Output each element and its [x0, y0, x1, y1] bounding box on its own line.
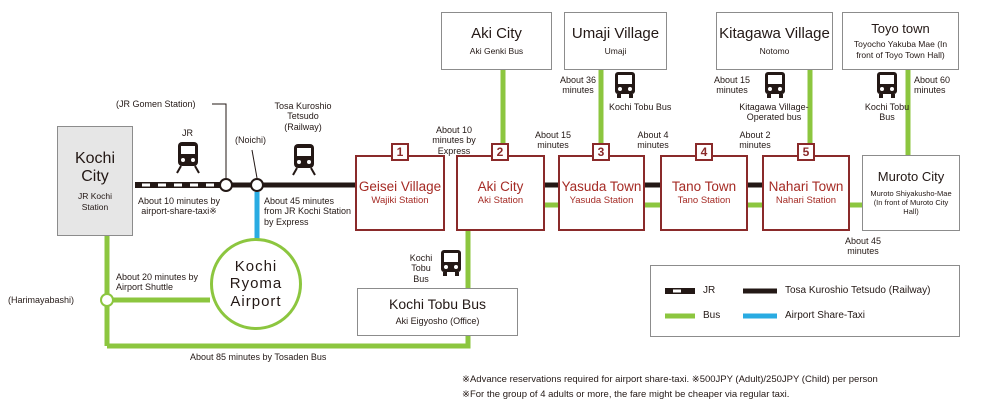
time-15b-label: About 15 minutes [713, 75, 751, 96]
town-nahari: Nahari Town Nahari Station [762, 155, 850, 231]
town-number: 4 [695, 143, 713, 161]
noichi-label: (Noichi) [235, 135, 267, 145]
town-name: Yasuda Town [561, 179, 642, 195]
time-36-label: About 36 minutes [559, 75, 597, 96]
dest-name: Kochi Tobu Bus [388, 295, 487, 312]
aki-city-dest: Aki City Aki Genki Bus [441, 12, 552, 70]
express-time-label: About 45 minutes from JR Kochi Station b… [264, 196, 352, 227]
town-name: Nahari Town [768, 179, 844, 195]
footnote-2: ※For the group of 4 adults or more, the … [462, 389, 790, 400]
harimayabashi-label: (Harimayabashi) [8, 295, 75, 305]
taxi-time-label: About 10 minutes by airport-share-taxi※ [137, 196, 221, 217]
toyo-dest: Toyo town Toyocho Yakuba Mae (In front o… [842, 12, 959, 70]
kochi-city-name: Kochi City [74, 150, 116, 185]
town-aki: Aki City Aki Station [456, 155, 545, 231]
legend-bus: Bus [703, 310, 721, 321]
kitagawa-bus-label: Kitagawa Village-Operated bus [739, 102, 809, 123]
town-yasuda: Yasuda Town Yasuda Station [558, 155, 645, 231]
bus-icon [614, 72, 636, 103]
bus-icon [876, 72, 898, 103]
time-4-label: About 4 minutes [637, 130, 669, 151]
time-60-label: About 60 minutes [914, 75, 951, 96]
noichi-stop [250, 178, 264, 192]
train-icon [292, 144, 316, 181]
dest-sub: Toyocho Yakuba Mae (In front of Toyo Tow… [853, 39, 948, 60]
legend-railway: Tosa Kuroshio Tetsudo (Railway) [785, 285, 931, 296]
kochi-tobu-dest: Kochi Tobu Bus Aki Eigyosho (Office) [357, 288, 518, 336]
umaji-bus-label: Kochi Tobu Bus [609, 102, 672, 112]
muroto-dest: Muroto City Muroto Shiyakusho-Mae (In fr… [862, 155, 960, 231]
town-geisei: Geisei Village Wajiki Station [355, 155, 445, 231]
legend-taxi: Airport Share-Taxi [785, 310, 866, 321]
kochi-city-box: Kochi City JR Kochi Station [57, 126, 133, 236]
town-station: Nahari Station [775, 194, 837, 206]
dest-name: Aki City [471, 24, 522, 42]
tosaden-time-label: About 85 minutes by Tosaden Bus [190, 352, 327, 362]
town-station: Aki Station [477, 194, 524, 206]
jr-gomen-stop [219, 178, 233, 192]
harimayabashi-stop [100, 293, 114, 307]
footnote-1: ※Advance reservations required for airpo… [462, 374, 878, 385]
dest-name: Muroto City [877, 168, 945, 184]
dest-sub: Muroto Shiyakusho-Mae (In front of Murot… [870, 189, 952, 217]
express-10-label: About 10 minutes by Express [432, 125, 476, 156]
time-2-label: About 2 minutes [739, 130, 771, 151]
aki-bus-label: Kochi Tobu Bus [409, 253, 433, 284]
town-name: Geisei Village [358, 179, 442, 195]
legend-swatches [665, 288, 777, 319]
shuttle-time-label: About 20 minutes by Airport Shuttle [116, 272, 199, 293]
jr-gomen-label: (JR Gomen Station) [116, 99, 196, 109]
kitagawa-dest: Kitagawa Village Notomo [716, 12, 833, 70]
town-station: Yasuda Station [569, 194, 634, 206]
town-number: 5 [797, 143, 815, 161]
train-icon [176, 142, 200, 179]
tosa-railway-label: Tosa Kuroshio Tetsudo (Railway) [274, 101, 332, 132]
town-station: Wajiki Station [371, 194, 429, 206]
town-name: Tano Town [671, 179, 737, 195]
dest-sub: Notomo [759, 46, 790, 57]
toyo-bus-label: Kochi Tobu Bus [864, 102, 910, 123]
time-15-label: About 15 minutes [534, 130, 572, 151]
kochi-ryoma-airport: Kochi Ryoma Airport [210, 238, 302, 330]
jr-label: JR [182, 128, 193, 138]
dest-name: Toyo town [871, 21, 930, 37]
town-tano: Tano Town Tano Station [660, 155, 748, 231]
dest-sub: Umaji [604, 46, 627, 57]
town-station: Tano Station [677, 194, 731, 206]
time-45-label: About 45 minutes [844, 236, 882, 257]
dest-sub: Aki Eigyosho (Office) [395, 316, 480, 327]
town-name: Aki City [477, 179, 524, 195]
dest-name: Umaji Village [571, 24, 660, 42]
jr-line [135, 182, 225, 188]
town-number: 1 [391, 143, 409, 161]
legend: JR Tosa Kuroshio Tetsudo (Railway) Bus A… [650, 265, 960, 337]
umaji-dest: Umaji Village Umaji [564, 12, 667, 70]
town-number: 2 [491, 143, 509, 161]
dest-sub: Aki Genki Bus [469, 46, 524, 57]
kochi-city-station: JR Kochi Station [77, 191, 112, 212]
airport-name: Kochi Ryoma Airport [229, 258, 283, 310]
town-number: 3 [592, 143, 610, 161]
bus-icon [440, 250, 462, 281]
legend-jr: JR [703, 285, 716, 296]
bus-icon [764, 72, 786, 103]
dest-name: Kitagawa Village [719, 24, 830, 42]
